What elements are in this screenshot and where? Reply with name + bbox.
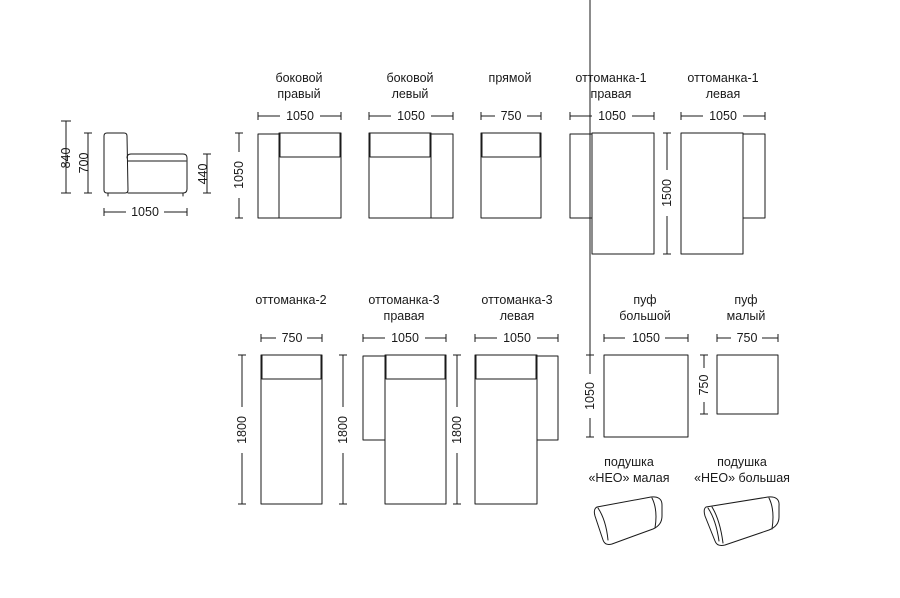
module-label-line2: левая <box>500 309 534 323</box>
module-label-line1: оттоманка-3 <box>368 293 439 307</box>
cushion-label-line2: «НЕО» большая <box>694 471 790 485</box>
module-label-line1: прямой <box>489 71 532 85</box>
dim-side-height-total: 840 <box>59 148 73 169</box>
module-ottoman-1-right: оттоманка-1 правая 1050 1500 <box>569 71 674 255</box>
side-view-seat <box>126 153 188 194</box>
module-label-line1: пуф <box>734 293 757 307</box>
dim-width: 1050 <box>598 109 626 123</box>
dim-width: 750 <box>501 109 522 123</box>
cushion-label-line2: «НЕО» малая <box>588 471 669 485</box>
module-label-line2: правая <box>591 87 632 101</box>
module-label-line2: правый <box>277 87 320 101</box>
dim-width: 1050 <box>632 331 660 345</box>
module-label-line1: оттоманка-1 <box>575 71 646 85</box>
module-label-line2: малый <box>727 309 766 323</box>
module-ottoman-2: оттоманка-2 750 1800 <box>235 293 327 505</box>
module-ottoman-1-left: оттоманка-1 левая 1050 <box>680 71 766 255</box>
module-ottoman-3-right: оттоманка-3 правая 1050 1800 <box>336 293 447 505</box>
cushion-shape <box>593 496 663 545</box>
module-pouf-large: пуф большой 1050 1050 <box>583 0 689 438</box>
module-label-line1: пуф <box>633 293 656 307</box>
module-label-line1: оттоманка-2 <box>255 293 326 307</box>
cushion-label-line1: подушка <box>604 455 654 469</box>
dim-side-width: 1050 <box>131 205 159 219</box>
dim-width: 1050 <box>709 109 737 123</box>
dim-depth: 1050 <box>232 161 246 189</box>
module-straight: прямой 750 <box>480 71 542 219</box>
side-view-back <box>103 132 129 194</box>
module-label-line2: левый <box>392 87 429 101</box>
dim-depth: 1500 <box>660 179 674 207</box>
dim-depth: 1050 <box>583 382 597 410</box>
dim-depth: 1800 <box>336 416 350 444</box>
module-label-line1: боковой <box>386 71 433 85</box>
module-label-line1: боковой <box>275 71 322 85</box>
cushion-label-line1: подушка <box>717 455 767 469</box>
module-label-line1: оттоманка-3 <box>481 293 552 307</box>
dim-depth: 1800 <box>450 416 464 444</box>
module-label-line2: левая <box>706 87 740 101</box>
cushion-neo-large: подушка «НЕО» большая <box>694 455 790 546</box>
cushion-neo-small: подушка «НЕО» малая <box>588 455 670 545</box>
dim-width: 1050 <box>503 331 531 345</box>
module-label-line2: правая <box>384 309 425 323</box>
cushion-shape <box>703 496 780 546</box>
dim-width: 1050 <box>286 109 314 123</box>
dim-seat-height: 440 <box>196 164 210 185</box>
module-corner-right: боковой правый 1050 1050 <box>232 71 342 219</box>
dim-side-height-back: 700 <box>77 153 91 174</box>
dim-width: 750 <box>737 331 758 345</box>
module-label-line2: большой <box>619 309 671 323</box>
dim-depth: 750 <box>697 375 711 396</box>
dim-depth: 1800 <box>235 416 249 444</box>
dim-width: 1050 <box>397 109 425 123</box>
module-label-line1: оттоманка-1 <box>687 71 758 85</box>
dim-width: 750 <box>282 331 303 345</box>
dim-width: 1050 <box>391 331 419 345</box>
module-ottoman-3-left: оттоманка-3 левая 1050 1800 <box>450 293 559 505</box>
module-pouf-small: пуф малый 750 750 <box>697 293 779 415</box>
module-corner-left: боковой левый 1050 <box>368 71 454 219</box>
side-view: 840 700 440 1050 <box>59 120 211 219</box>
